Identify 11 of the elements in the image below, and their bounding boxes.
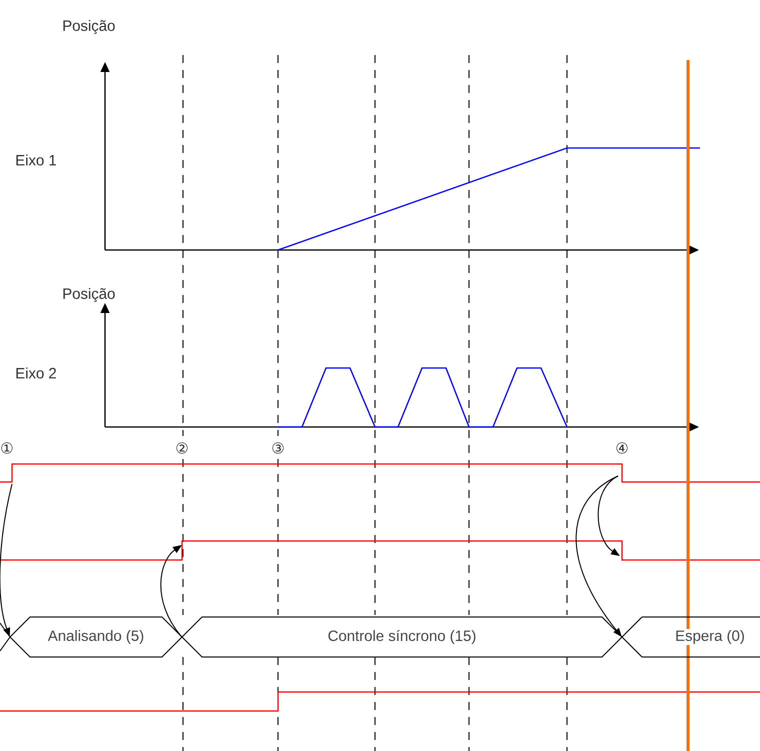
axis-label: Eixo 2 <box>16 368 56 378</box>
axis-label: Eixo 1 <box>16 154 56 166</box>
axis-label: Posição <box>63 288 115 302</box>
step-number: ③ <box>272 442 284 454</box>
step-number: ① <box>1 442 12 454</box>
step-number: ④ <box>616 442 628 454</box>
axis-label: Posição <box>63 20 115 34</box>
curved-arrow <box>160 545 182 638</box>
node-label: Espera (0) <box>676 630 744 644</box>
step-number: ② <box>176 442 188 454</box>
state-segment: Espera (0) <box>621 616 760 658</box>
